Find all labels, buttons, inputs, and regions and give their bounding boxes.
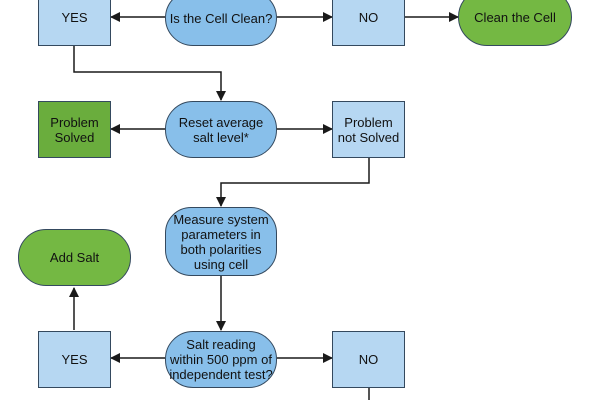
arrow-not-solved-to-measure [216, 158, 370, 207]
no-box-top: NO [332, 0, 405, 46]
terminal-clean-the-cell-label: Clean the Cell [474, 9, 556, 25]
result-problem-not-solved-label: Problem not Solved [337, 114, 400, 145]
process-reset-average-salt: Reset average salt level* [165, 101, 277, 158]
process-reset-average-salt-label: Reset average salt level* [178, 114, 264, 145]
terminal-clean-the-cell: Clean the Cell [458, 0, 572, 46]
result-problem-not-solved: Problem not Solved [332, 101, 405, 158]
terminal-add-salt-label: Add Salt [49, 250, 100, 265]
yes-box-top-label: YES [61, 9, 88, 25]
terminal-add-salt: Add Salt [18, 229, 131, 286]
result-problem-solved: Problem Solved [38, 101, 111, 158]
result-problem-solved-label: Problem Solved [50, 114, 99, 145]
no-box-top-label: NO [358, 9, 379, 25]
yes-box-top: YES [38, 0, 111, 46]
decision-is-cell-clean-label: Is the Cell Clean? [169, 10, 273, 26]
process-measure-system-parameters-label: Measure system parameters in both polari… [173, 211, 269, 272]
no-box-bottom-label: NO [358, 352, 379, 367]
yes-box-bottom: YES [38, 331, 111, 388]
decision-salt-reading-label: Salt reading within 500 ppm of independe… [169, 337, 273, 382]
process-measure-system-parameters: Measure system parameters in both polari… [165, 207, 277, 276]
yes-box-bottom-label: YES [61, 352, 88, 367]
arrow-yes-to-reset [73, 46, 226, 101]
decision-is-cell-clean: Is the Cell Clean? [165, 0, 277, 46]
no-box-bottom: NO [332, 331, 405, 388]
decision-salt-reading: Salt reading within 500 ppm of independe… [165, 331, 277, 388]
